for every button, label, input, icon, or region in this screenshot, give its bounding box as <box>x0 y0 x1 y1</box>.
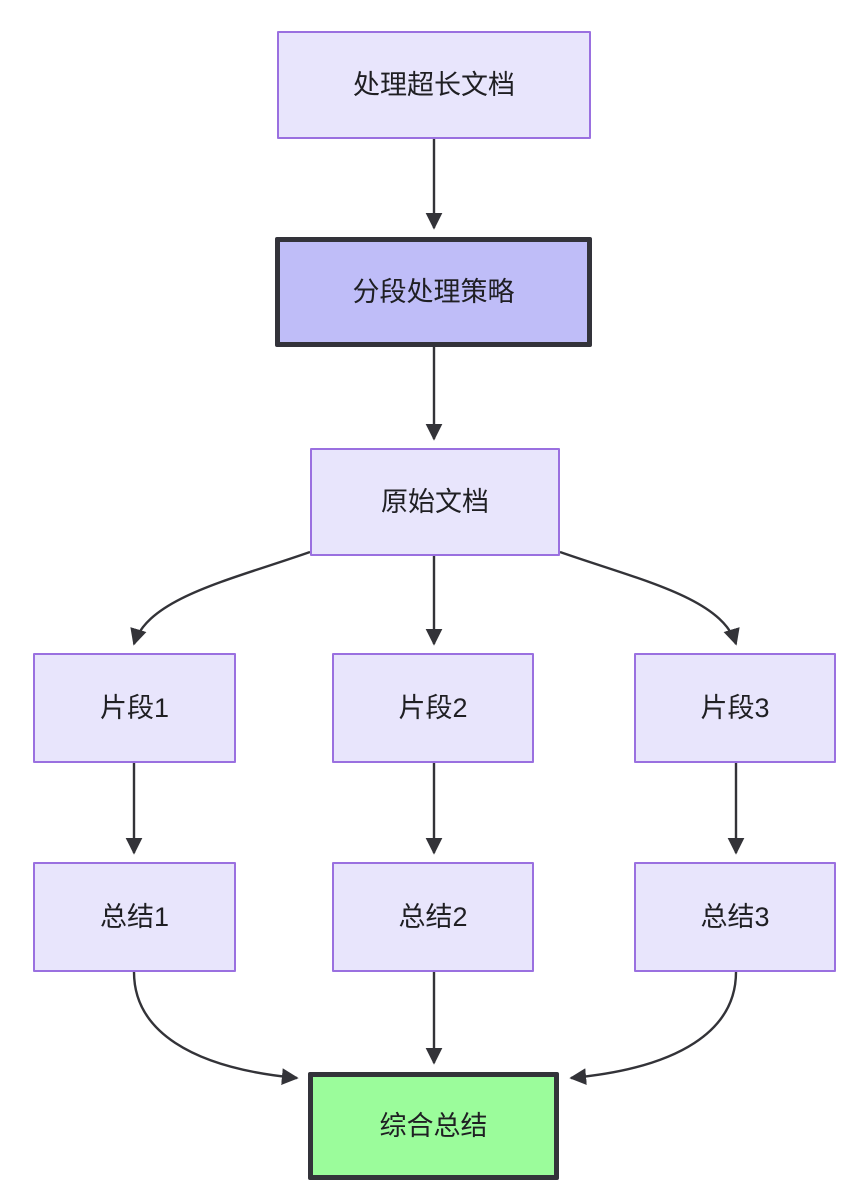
node-final-summary[interactable]: 综合总结 <box>308 1072 559 1180</box>
node-strategy-label: 分段处理策略 <box>352 276 515 307</box>
node-summary-2-label: 总结2 <box>398 901 468 932</box>
node-summary-1-label: 总结1 <box>99 901 170 932</box>
node-summary-3[interactable]: 总结3 <box>634 862 836 972</box>
edge-sum3-to-final <box>569 971 738 1085</box>
node-start-label: 处理超长文档 <box>353 69 515 100</box>
edge-source-to-chunk1 <box>130 550 311 646</box>
node-source-document-label: 原始文档 <box>381 486 489 517</box>
node-chunk-1-label: 片段1 <box>99 692 170 723</box>
node-chunk-1[interactable]: 片段1 <box>33 653 236 763</box>
edge-sum1-to-final <box>132 971 299 1085</box>
node-chunk-3-label: 片段3 <box>700 692 770 723</box>
node-start[interactable]: 处理超长文档 <box>277 31 591 139</box>
node-summary-3-label: 总结3 <box>700 901 770 932</box>
node-source-document[interactable]: 原始文档 <box>310 448 560 556</box>
node-summary-1[interactable]: 总结1 <box>33 862 236 972</box>
node-strategy[interactable]: 分段处理策略 <box>275 237 592 347</box>
node-chunk-2-label: 片段2 <box>398 692 468 723</box>
node-chunk-3[interactable]: 片段3 <box>634 653 836 763</box>
edge-source-to-chunk3 <box>559 550 740 646</box>
node-final-summary-label: 综合总结 <box>379 1110 488 1141</box>
node-chunk-2[interactable]: 片段2 <box>332 653 534 763</box>
node-summary-2[interactable]: 总结2 <box>332 862 534 972</box>
